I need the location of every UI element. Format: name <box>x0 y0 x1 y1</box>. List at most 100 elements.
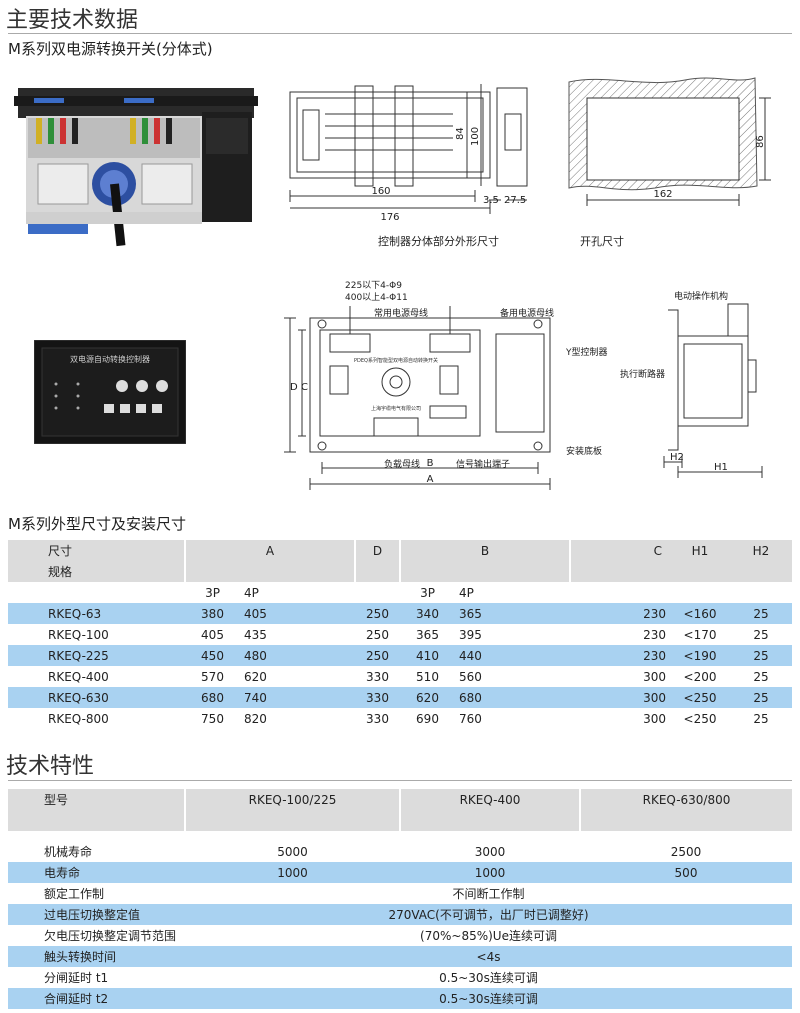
cell: 电寿命 <box>8 862 185 883</box>
header-B: B <box>400 540 571 561</box>
cell: 5000 <box>277 844 308 859</box>
dim-C: C <box>301 382 308 393</box>
label-common-bus: 常用电源母线 <box>374 309 429 319</box>
cell: <190 <box>670 645 730 666</box>
table-row: RKEQ-800 750 820 330 690 760 300 <250 25 <box>8 708 792 729</box>
sub-B-3P: 3P <box>420 585 435 600</box>
cell: RKEQ-100 <box>48 627 109 642</box>
table-row: RKEQ-100 405 435 250 365 395 230 <170 25 <box>8 624 792 645</box>
page-subtitle: M系列双电源转换开关(分体式) <box>8 40 213 58</box>
cell: 过电压切换整定值 <box>8 904 185 925</box>
cell: 分闸延时 t1 <box>44 971 109 985</box>
header-C: C <box>570 540 670 561</box>
header-model: 型号 <box>8 789 186 810</box>
cell: 230 <box>643 627 666 642</box>
header-D: D <box>355 540 401 561</box>
cell: 760 <box>459 711 482 726</box>
cell: 250 <box>355 603 400 624</box>
section1-title: M系列外型尺寸及安装尺寸 <box>8 515 186 533</box>
cell: 570 <box>201 669 224 684</box>
cell: 25 <box>730 645 792 666</box>
table-row: 过电压切换整定值 270VAC(不可调节，出厂时已调整好) <box>8 904 792 925</box>
dim-160: 160 <box>371 186 390 197</box>
dim-3-5: 3.5 <box>483 195 499 206</box>
dim-H2: H2 <box>670 452 684 463</box>
cell: 410 <box>400 645 455 666</box>
cell: 25 <box>753 669 769 684</box>
label-signal-terminal: 信号输出端子 <box>456 460 511 470</box>
hole-note-1: 225以下4-Φ9 <box>345 281 402 291</box>
cell: 2500 <box>670 844 702 859</box>
table-row: RKEQ-225 450 480 250 410 440 230 <190 25 <box>8 645 792 666</box>
cell: 365 <box>416 627 439 642</box>
cell: 820 <box>244 711 267 726</box>
cell: 340 <box>400 603 455 624</box>
cell: 250 <box>366 627 389 642</box>
cell: 680 <box>185 687 240 708</box>
cell: 500 <box>580 862 792 883</box>
outline-caption: 控制器分体部分外形尺寸 <box>378 235 499 248</box>
title-rule <box>8 33 792 34</box>
cell: 0.5~30s连续可调 <box>185 988 792 1009</box>
cell: 450 <box>185 645 240 666</box>
cell: <160 <box>670 603 730 624</box>
cell: 机械寿命 <box>44 845 93 859</box>
cell: 230 <box>570 603 670 624</box>
panel-text: PDEQ系列智能型双电源自动转换开关 <box>354 357 438 364</box>
cell: 270VAC(不可调节，出厂时已调整好) <box>185 904 792 925</box>
table-row: RKEQ-63 380 405 250 340 365 230 <160 25 <box>8 603 792 624</box>
cell: 1000 <box>400 862 580 883</box>
table-row: 分闸延时 t1 0.5~30s连续可调 <box>8 967 792 988</box>
table-row: RKEQ-630 680 740 330 620 680 300 <250 25 <box>8 687 792 708</box>
cell: 0.5~30s连续可调 <box>439 971 538 985</box>
cell: 380 <box>185 603 240 624</box>
header-spec: 规格 <box>8 561 186 582</box>
controller-photo-text: 双电源自动转换控制器 <box>70 354 150 364</box>
dim-27-5: 27.5 <box>504 195 526 206</box>
cell: 480 <box>240 645 355 666</box>
cell: RKEQ-225 <box>8 645 185 666</box>
table-row: RKEQ-400 570 620 330 510 560 300 <200 25 <box>8 666 792 687</box>
cell: 405 <box>240 603 355 624</box>
cell: 额定工作制 <box>44 887 105 901</box>
table-row: 电寿命 1000 1000 500 <box>8 862 792 883</box>
cell: 不间断工作制 <box>452 887 525 901</box>
label-load-bus: 负载母线 <box>384 460 421 470</box>
dimensions-header-row2: 规格 <box>8 561 792 582</box>
cell: 330 <box>366 711 389 726</box>
cell: 25 <box>730 687 792 708</box>
cell: 620 <box>244 669 267 684</box>
dimensions-table: 尺寸 A D B C H1 H2 规格 3P 4P 3P 4P RKEQ-63 … <box>8 540 792 729</box>
specs-header-row2 <box>8 810 792 831</box>
cell: 750 <box>201 711 224 726</box>
dim-H1: H1 <box>714 462 728 473</box>
cell: 300 <box>570 687 670 708</box>
cell: 欠电压切换整定调节范围 <box>44 929 177 943</box>
specs-table: 型号 RKEQ-100/225 RKEQ-400 RKEQ-630/800 机械… <box>8 789 792 1009</box>
dimensions-subheader-row: 3P 4P 3P 4P <box>8 582 792 603</box>
header-H1: H1 <box>670 540 730 561</box>
label-motor-mech: 电动操作机构 <box>674 292 729 302</box>
dim-D: D <box>290 382 298 393</box>
cell: <170 <box>683 627 717 642</box>
header-model-1: RKEQ-100/225 <box>185 789 401 810</box>
cell: 435 <box>244 627 267 642</box>
section2-rule <box>8 780 792 781</box>
table-row: 额定工作制 不间断工作制 <box>8 883 792 904</box>
table-row: 触头转换时间 <4s <box>8 946 792 967</box>
dim-B: B <box>427 458 434 469</box>
cell: RKEQ-800 <box>48 711 109 726</box>
sub-B-4P: 4P <box>459 585 474 600</box>
cell: RKEQ-63 <box>8 603 185 624</box>
cell: 330 <box>355 687 400 708</box>
cell: RKEQ-630 <box>8 687 185 708</box>
panel-company: 上海宇缆电气有限公司 <box>371 405 421 412</box>
cell: <4s <box>185 946 792 967</box>
dim-176: 176 <box>380 212 399 220</box>
header-size: 尺寸 <box>8 540 186 561</box>
cell: 25 <box>753 711 769 726</box>
dim-86: 86 <box>755 135 766 148</box>
table-row: 欠电压切换整定调节范围 (70%~85%)Ue连续可调 <box>8 925 792 946</box>
cell: 25 <box>753 627 769 642</box>
table-row: 机械寿命 5000 3000 2500 <box>8 841 792 862</box>
